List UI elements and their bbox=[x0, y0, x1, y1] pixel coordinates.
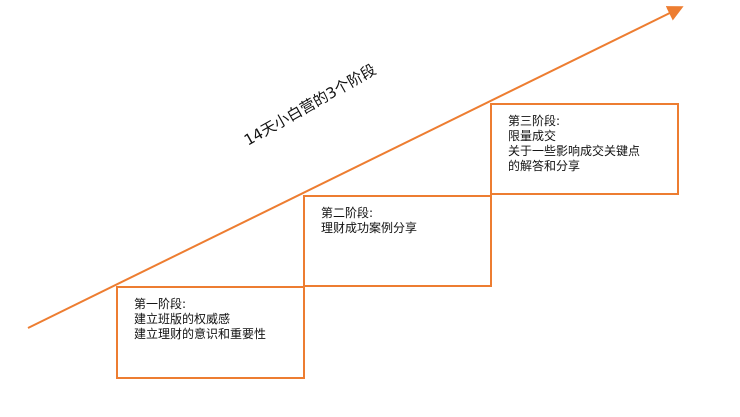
stage-line: 限量成交 bbox=[508, 129, 557, 143]
stage-heading: 第二阶段: bbox=[321, 206, 374, 220]
stage-line: 建立理财的意识和重要性 bbox=[134, 327, 267, 341]
stage-line: 关于一些影响成交关键点 bbox=[508, 144, 641, 158]
stage-2-box: 第二阶段: 理财成功案例分享 bbox=[303, 195, 492, 287]
stage-line: 的解答和分享 bbox=[508, 159, 581, 173]
stage-line: 理财成功案例分享 bbox=[321, 221, 418, 235]
stage-3-box: 第三阶段: 限量成交 关于一些影响成交关键点 的解答和分享 bbox=[490, 103, 679, 195]
stage-1-box: 第一阶段: 建立班版的权威感 建立理财的意识和重要性 bbox=[116, 286, 305, 379]
stage-heading: 第三阶段: bbox=[508, 114, 561, 128]
arrow-line bbox=[27, 6, 684, 329]
stage-line: 建立班版的权威感 bbox=[134, 312, 231, 326]
stage-heading: 第一阶段: bbox=[134, 297, 187, 311]
